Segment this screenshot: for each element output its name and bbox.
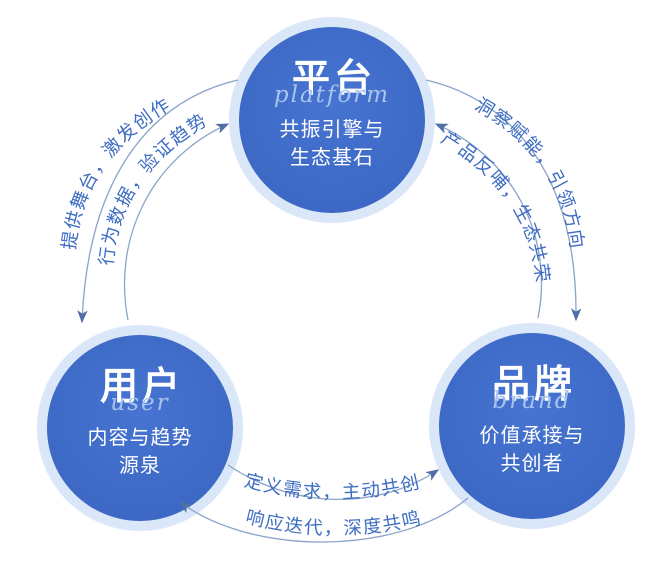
user-disc [47, 335, 233, 521]
node-platform-circle [229, 17, 435, 223]
arrow-user-to-brand [227, 464, 440, 501]
arrow-user-to-platform [123, 123, 230, 321]
node-brand-circle [429, 323, 635, 529]
arrow-platform-to-brand [425, 79, 582, 322]
edge-label-brand-to-user: 响应迭代，深度共鸣 [244, 506, 424, 539]
edge-label-user-to-brand: 定义需求，主动共创 [242, 469, 422, 502]
arrow-platform-to-user [77, 79, 239, 324]
node-user-circle [37, 325, 243, 531]
arrow-brand-to-user [178, 497, 469, 543]
platform-disc [239, 27, 425, 213]
brand-disc [439, 333, 625, 519]
arrow-brand-to-platform [434, 123, 543, 319]
